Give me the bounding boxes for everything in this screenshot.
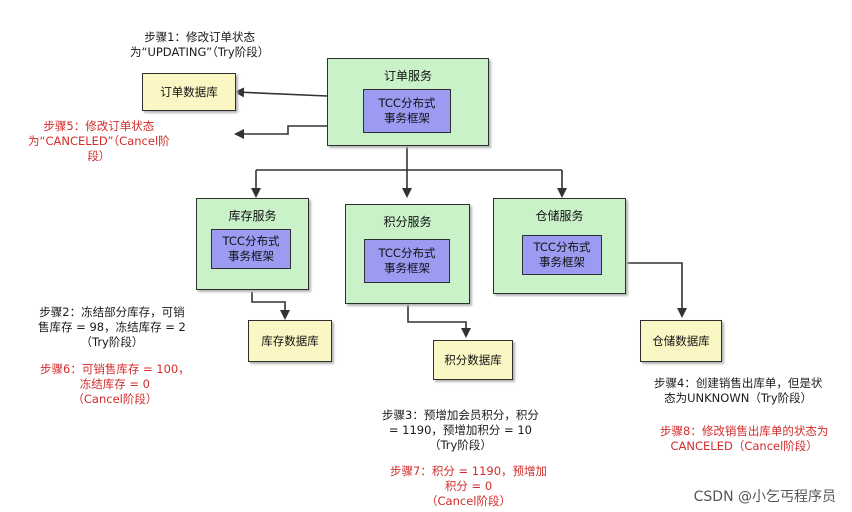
inventory-service: 库存服务 TCC分布式 事务框架 bbox=[196, 198, 309, 290]
inventory-service-title: 库存服务 bbox=[228, 209, 277, 223]
order-database: 订单数据库 bbox=[142, 73, 236, 111]
csdn-watermark: CSDN @小乞丐程序员 bbox=[693, 489, 836, 505]
points-service-title: 积分服务 bbox=[383, 215, 432, 229]
arrow-order-to-db-try bbox=[234, 87, 328, 98]
note-step8: 步骤8：修改销售出库单的状态为 CANCELED（Cancel阶段） bbox=[660, 424, 829, 453]
warehouse-tcc-line1: TCC分布式 bbox=[533, 240, 591, 254]
note-step7: 步骤7：积分 = 1190，预增加 积分 = 0 （Cancel阶段） bbox=[390, 464, 548, 508]
order-tcc-framework: TCC分布式 事务框架 bbox=[363, 89, 451, 133]
points-tcc-framework: TCC分布式 事务框架 bbox=[364, 239, 450, 283]
inventory-database: 库存数据库 bbox=[248, 320, 332, 362]
inventory-tcc-line2: 事务框架 bbox=[228, 249, 274, 263]
arrow-inventory-to-db bbox=[251, 292, 290, 320]
note-step3: 步骤3：预增加会员积分，积分 = 1190，预增加积分 = 10 （Try阶段） bbox=[382, 408, 539, 452]
note-step5: 步骤5：修改订单状态 为“CANCELED”（Cancel阶 段） bbox=[28, 119, 170, 163]
note-step1: 步骤1：修改订单状态 为“UPDATING”（Try阶段） bbox=[130, 30, 270, 59]
order-tcc-line2: 事务框架 bbox=[384, 111, 430, 125]
warehouse-tcc-framework: TCC分布式 事务框架 bbox=[522, 235, 602, 275]
note-step6: 步骤6：可销售库存 = 100， 冻结库存 = 0 （Cancel阶段） bbox=[40, 362, 190, 406]
arrow-points-to-db bbox=[407, 304, 471, 338]
warehouse-service: 仓储服务 TCC分布式 事务框架 bbox=[493, 198, 626, 294]
warehouse-database: 仓储数据库 bbox=[640, 320, 722, 362]
order-service-title: 订单服务 bbox=[383, 69, 432, 83]
inventory-tcc-line1: TCC分布式 bbox=[222, 234, 280, 248]
warehouse-tcc-line2: 事务框架 bbox=[539, 255, 585, 269]
arrow-warehouse-to-db bbox=[624, 262, 687, 318]
note-step2: 步骤2：冻结部分库存，可销 售库存 = 98，冻结库存 = 2 （Try阶段） bbox=[38, 305, 186, 349]
inventory-tcc-framework: TCC分布式 事务框架 bbox=[211, 229, 291, 269]
arrow-order-to-db-cancel bbox=[234, 125, 327, 139]
points-tcc-line2: 事务框架 bbox=[384, 261, 430, 275]
points-tcc-line1: TCC分布式 bbox=[378, 246, 436, 260]
points-database: 积分数据库 bbox=[433, 340, 513, 380]
warehouse-service-title: 仓储服务 bbox=[535, 209, 584, 223]
points-service: 积分服务 TCC分布式 事务框架 bbox=[345, 204, 470, 304]
note-step4: 步骤4：创建销售出库单，但是状 态为UNKNOWN（Try阶段） bbox=[654, 376, 823, 405]
order-service: 订单服务 TCC分布式 事务框架 bbox=[327, 58, 489, 146]
order-tcc-line1: TCC分布式 bbox=[378, 96, 436, 110]
